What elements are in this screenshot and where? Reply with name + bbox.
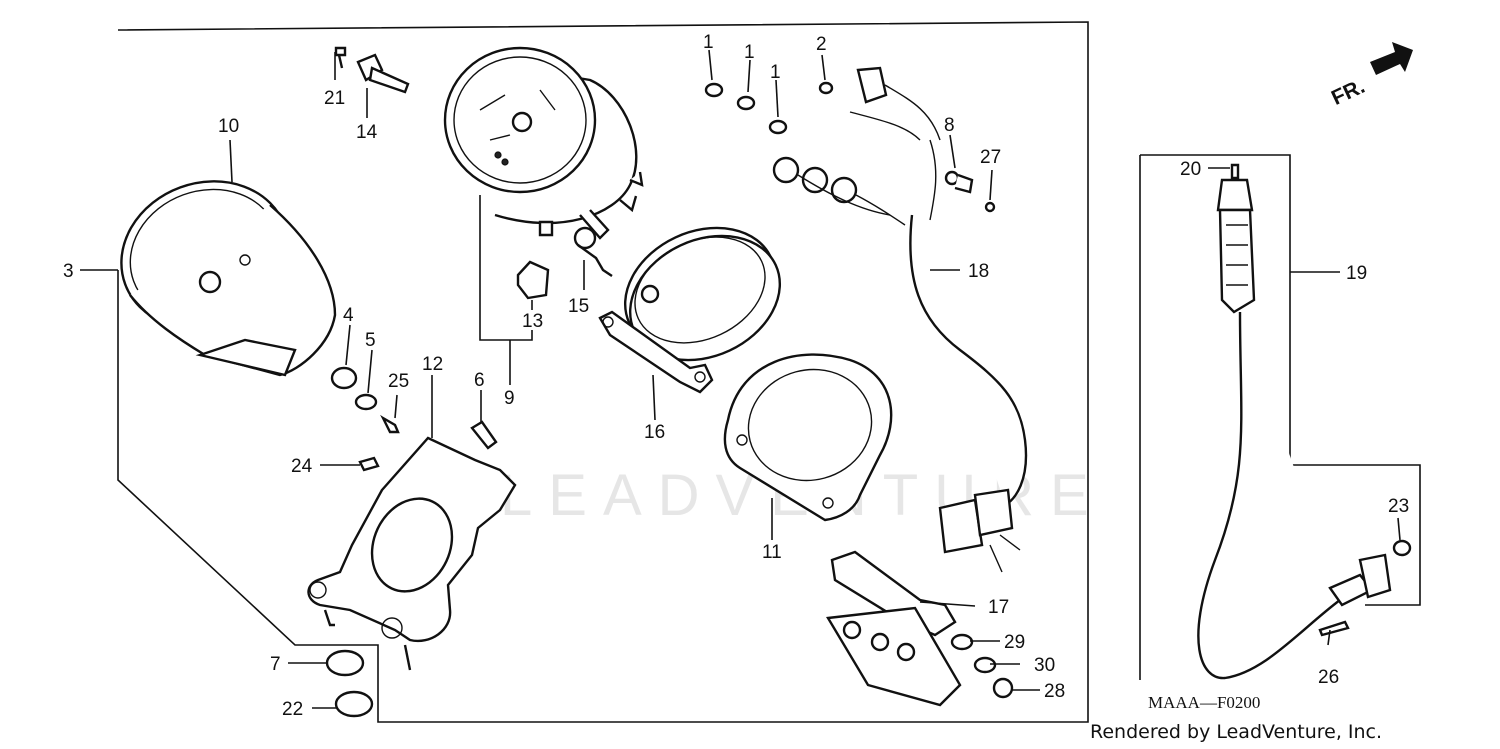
mounting-bracket-drawing [307,436,517,671]
diagram-code: MAAA—F0200 [1148,693,1260,712]
callout-14: 14 [356,122,378,143]
callout-1b: 1 [744,42,755,63]
leader-lines [80,49,1401,709]
meter-ring-drawing [598,226,782,394]
callout-6: 6 [474,370,485,391]
credit-line: Rendered by LeadVenture, Inc. [1090,721,1382,743]
callout-18: 18 [968,261,989,282]
callout-21: 21 [324,88,345,109]
hardware-drawing [325,366,498,718]
callout-1c: 1 [770,62,781,83]
callout-15: 15 [568,296,589,317]
callout-26: 26 [1318,667,1339,688]
wire-harness-drawing [772,66,1028,573]
callout-19: 19 [1346,263,1367,284]
indicator-unit-drawing [826,550,1014,707]
callout-8: 8 [944,115,955,136]
callout-29: 29 [1004,632,1025,653]
callout-28: 28 [1044,681,1065,702]
gasket-plate-drawing [723,353,893,522]
callout-13: 13 [522,311,543,332]
callout-9: 9 [504,388,515,409]
callout-30: 30 [1034,655,1055,676]
callout-1a: 1 [703,32,714,53]
callout-3: 3 [63,261,74,282]
front-direction-indicator: FR. [1328,42,1413,110]
callout-numbers: 1 1 1 2 3 4 5 6 7 8 9 10 11 12 13 14 15 … [63,32,1409,720]
cable-frame [1140,154,1421,606]
speedometer-drawing [443,46,644,240]
callout-22: 22 [282,699,303,720]
callout-27: 27 [980,147,1001,168]
callout-12: 12 [422,354,443,375]
speedometer-cable-drawing [1197,163,1412,680]
callout-16: 16 [644,422,665,443]
callout-25: 25 [388,371,409,392]
callout-4: 4 [343,305,354,326]
bulbs-drawing [704,81,996,213]
callout-17: 17 [988,597,1009,618]
callout-5: 5 [365,330,376,351]
callout-11: 11 [762,542,782,563]
meter-gear-drawing [334,46,410,94]
callout-7: 7 [270,654,281,675]
meter-case-drawing [120,180,337,377]
assembly-frame [117,21,1089,723]
callout-24: 24 [291,456,313,477]
front-direction-label: FR. [1328,75,1368,110]
socket-and-bulb-drawing [516,226,613,300]
callout-20: 20 [1180,159,1201,180]
callout-23: 23 [1388,496,1409,517]
callout-2: 2 [816,34,827,55]
callout-10: 10 [218,116,239,137]
